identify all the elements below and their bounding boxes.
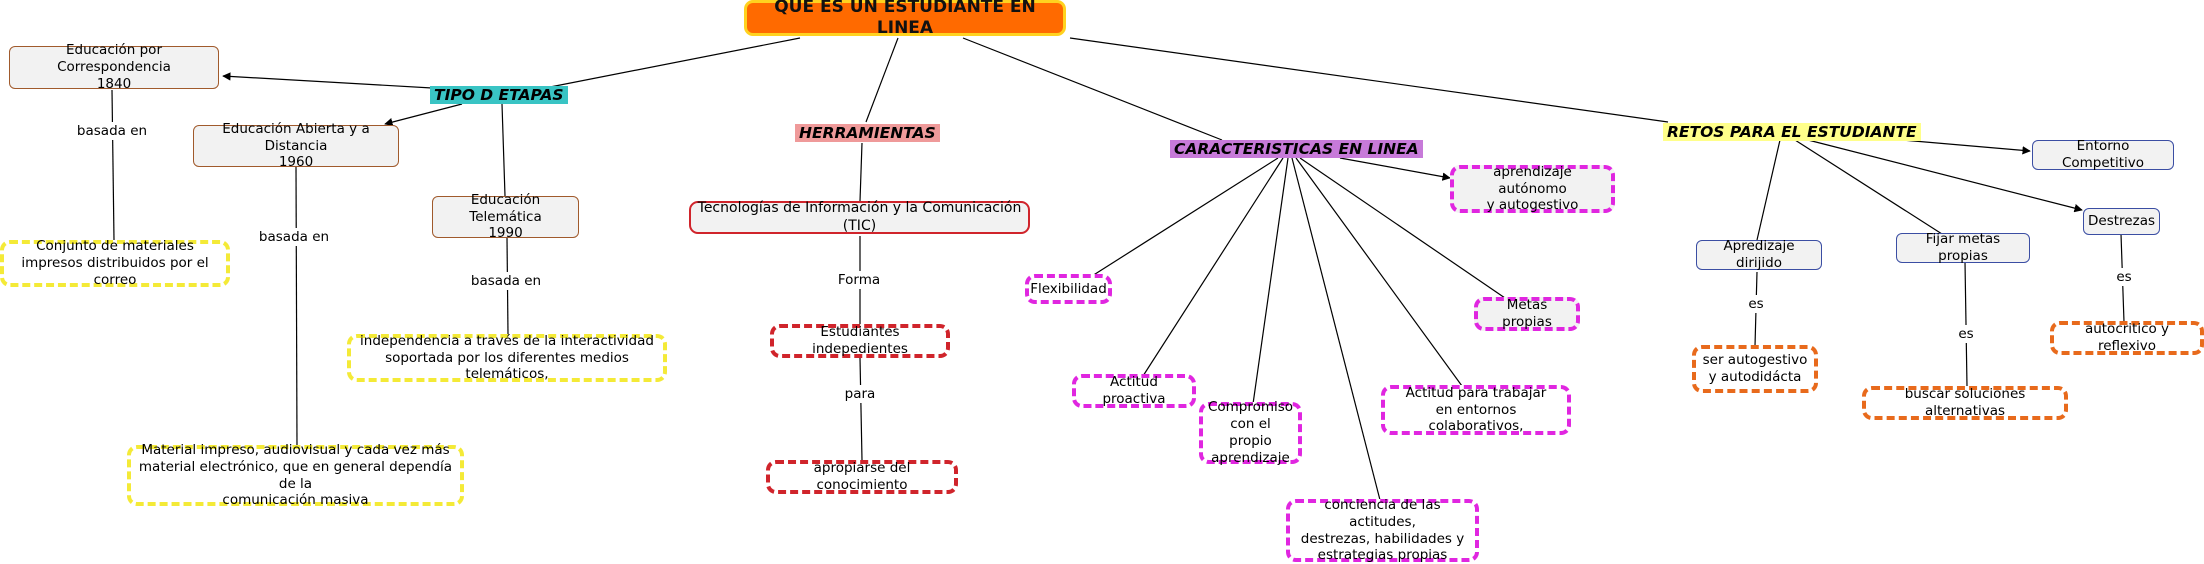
node-destrezas: Destrezas [2083,208,2160,235]
link-label-basada-en-3: basada en [467,272,545,290]
link-label-basada-en-1: basada en [73,122,151,140]
main-title: QUE ES UN ESTUDIANTE EN LINEA [744,0,1066,38]
node-aprendizaje-autonomo: aprendizaje autónomo y autogestivo [1450,164,1615,213]
link-label-para: para [841,385,879,403]
heading-herramientas: HERRAMIENTAS [795,124,940,142]
heading-tipo-etapas: TIPO D ETAPAS [430,86,568,104]
node-material-electronico: Material impreso, audiovisual y cada vez… [127,442,464,508]
link-label-es-2: es [1955,325,1977,343]
node-trabajo-colaborativo: Actitud para trabajar en entornos colabo… [1381,385,1571,435]
node-independencia: independencia a través de la interactivi… [347,333,667,382]
link-label-basada-en-2: basada en [255,228,333,246]
link-label-es-1: es [1745,295,1767,313]
node-metas-propias: Metas propias [1474,297,1580,331]
node-apropiarse: apropiarse del conocimiento [766,460,958,494]
node-tic: Tecnologías de Información y la Comunica… [689,200,1030,234]
heading-retos: RETOS PARA EL ESTUDIANTE [1663,123,1921,141]
node-educacion-abierta: Educación Abierta y a Distancia 1960 [193,121,399,170]
node-aprendizaje-dirigido: Apredizaje dirijido [1696,238,1822,271]
node-fijar-metas: Fijar metas propias [1896,231,2030,264]
node-compromiso: Compromiso con el propio aprendizaje [1199,399,1302,466]
node-actitud-proactiva: Actitud proactiva [1072,374,1196,408]
node-ser-autogestivo: ser autogestivo y autodidácta [1692,345,1818,393]
link-label-forma: Forma [834,271,884,289]
node-educacion-telematica: Educación Telemática 1990 [432,192,579,241]
node-estudiantes-independientes: Estudiantes indepedientes [770,324,950,358]
heading-caracteristicas: CARACTERISTICAS EN LINEA [1170,140,1423,158]
node-flexibilidad: Flexibilidad [1025,274,1112,304]
node-educacion-correspondencia: Educación por Correspondencia 1840 [9,42,219,92]
node-materiales-impresos: Conjunto de materiales impresos distribu… [0,238,230,288]
node-conciencia: conciencia de las actitudes, destrezas, … [1286,497,1479,563]
node-autocritico: autocritico y reflexivo [2050,321,2204,355]
link-label-es-3: es [2113,268,2135,286]
node-soluciones-alternativas: buscar soluciones alternativas [1862,386,2068,420]
node-entorno-competitivo: Entorno Competitivo [2032,138,2174,171]
